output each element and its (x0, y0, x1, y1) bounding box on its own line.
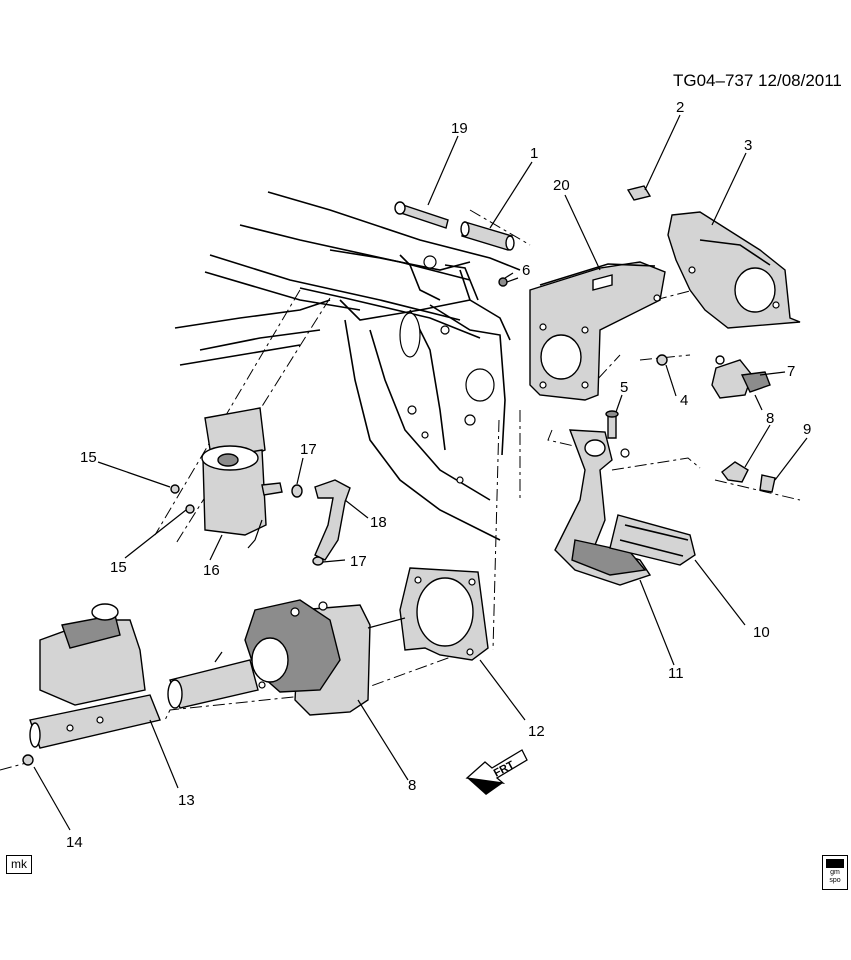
part-20-pedal-bracket (529, 261, 666, 401)
part-6-bolt (498, 277, 519, 287)
callout-18: 18 (370, 514, 387, 531)
callout-4: 4 (680, 392, 688, 409)
part-5-bolt (605, 410, 619, 439)
callout-17-upper: 17 (300, 441, 317, 458)
part-15-nuts (170, 484, 195, 514)
part-14-nut (22, 754, 34, 766)
author-initials-box: mk (6, 855, 32, 874)
drawing-reference: TG04–737 12/08/2011 (673, 71, 842, 90)
part-7-stoplamp-switch (711, 355, 771, 411)
gm-spo-logo-text: gm spo (829, 869, 841, 884)
callout-3: 3 (744, 137, 752, 154)
part-8-hydro-boost (167, 599, 406, 716)
part-11-brake-pedal (554, 429, 652, 586)
callout-9: 9 (803, 421, 811, 438)
callout-labels: 19 1 2 3 20 6 5 4 7 8 9 10 11 12 8 13 14… (66, 99, 811, 851)
gm-spo-logo-icon: gm spo (822, 855, 848, 890)
gm-spo-logo-bar (826, 859, 844, 868)
callout-5: 5 (620, 379, 628, 396)
part-1-spacer (460, 221, 515, 251)
part-3-insulator (667, 211, 801, 329)
front-direction-arrow-icon: FRT (465, 749, 528, 795)
callout-6: 6 (522, 262, 530, 279)
part-13-master-cylinder (29, 603, 161, 749)
part-19-pivot-pin (394, 201, 449, 229)
callout-17-lower: 17 (350, 553, 367, 570)
part-12-gasket (399, 567, 489, 661)
part-4-nut (656, 354, 668, 366)
part-18-hose (314, 479, 351, 561)
part-16-reservoir (201, 407, 283, 549)
callout-13: 13 (178, 792, 195, 809)
part-2-nut (626, 185, 652, 201)
callout-8-upper: 8 (766, 410, 774, 427)
callout-20: 20 (553, 177, 570, 194)
part-10-pedal-pad (609, 514, 696, 566)
callout-16: 16 (203, 562, 220, 579)
part-9-clip (759, 474, 776, 493)
part-8-clip-upper (721, 461, 749, 483)
callout-11: 11 (668, 665, 684, 682)
callout-8-lower: 8 (408, 777, 416, 794)
callout-19: 19 (451, 120, 468, 137)
callout-14: 14 (66, 834, 83, 851)
part-17-clamps (291, 484, 324, 566)
callout-12: 12 (528, 723, 545, 740)
callout-15-upper: 15 (80, 449, 97, 466)
callout-2: 2 (676, 99, 684, 116)
callout-10: 10 (753, 624, 770, 641)
dash-panel-structure (174, 191, 521, 541)
callout-1: 1 (530, 145, 538, 162)
assembly-lines (0, 209, 801, 771)
callout-7: 7 (787, 363, 795, 380)
callout-15-lower: 15 (110, 559, 127, 576)
callout-leaders (33, 114, 808, 831)
